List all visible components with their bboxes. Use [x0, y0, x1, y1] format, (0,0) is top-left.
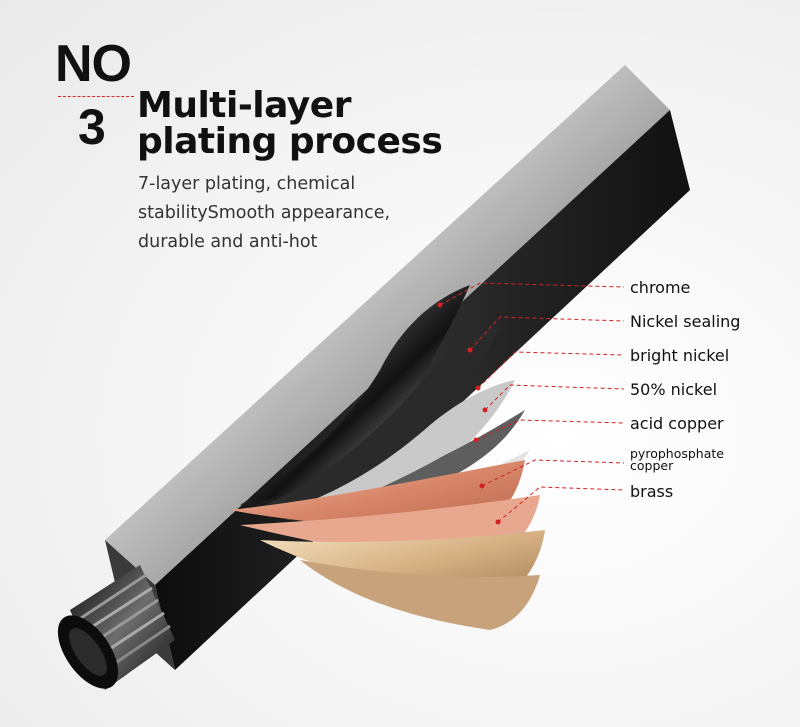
- layer-label-chrome: chrome: [630, 278, 691, 297]
- pipe-top-face: [105, 65, 670, 585]
- layer-label-nickel-sealing: Nickel sealing: [630, 312, 741, 331]
- layer-label-50-nickel: 50% nickel: [630, 380, 718, 399]
- page-title: Multi-layer plating process: [137, 88, 467, 160]
- layer-label-acid-copper: acid copper: [630, 414, 724, 433]
- description-line-3: durable and anti-hot: [138, 232, 318, 252]
- description: 7-layer plating, chemical stabilitySmoot…: [138, 170, 438, 257]
- description-line-1: 7-layer plating, chemical: [138, 174, 356, 194]
- layer-label-bright-nickel: bright nickel: [630, 346, 730, 365]
- layer-label-pyrophosphate-line2: copper: [630, 458, 674, 473]
- title-line-2: plating process: [137, 121, 443, 162]
- description-line-2: stabilitySmooth appearance,: [138, 203, 391, 223]
- title-line-1: Multi-layer: [137, 85, 351, 126]
- step-number: 3: [78, 99, 106, 155]
- layer-label-pyrophosphate-copper: pyrophosphate copper: [630, 446, 724, 473]
- leader-markers: [437, 302, 501, 525]
- layer-label-pyrophosphate-line1: pyrophosphate: [630, 446, 724, 461]
- leader-lines: [439, 282, 625, 523]
- threaded-connector: [57, 565, 175, 690]
- step-prefix-underline: [58, 96, 134, 97]
- layer-label-brass: brass: [630, 482, 674, 501]
- step-prefix: NO: [55, 35, 132, 93]
